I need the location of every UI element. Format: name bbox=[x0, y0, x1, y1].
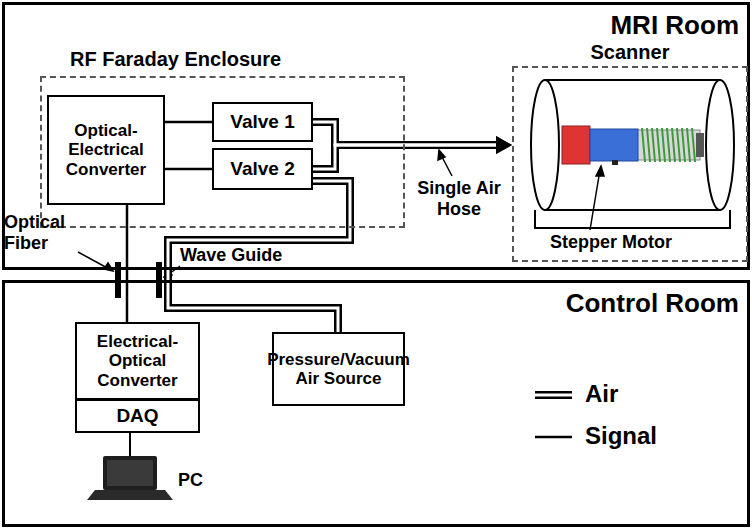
valve-box: Valve 1 bbox=[212, 102, 313, 142]
air-hose-core bbox=[168, 181, 350, 332]
box-label: Optical-Electrical Converter bbox=[52, 121, 160, 178]
laptop-icon bbox=[87, 456, 173, 500]
leader-head bbox=[438, 150, 445, 160]
enclosure: RF Faraday EnclosureOptical-Electrical C… bbox=[40, 76, 405, 228]
box-label: Pressure/Vacuum Air Source bbox=[267, 350, 410, 388]
valve-box: Valve 2 bbox=[212, 148, 313, 190]
region-heading: Scanner bbox=[514, 41, 746, 64]
box-label: Valve 2 bbox=[230, 158, 294, 179]
room-title: Control Room bbox=[566, 288, 739, 319]
box-label: DAQ bbox=[116, 405, 158, 426]
air-hose bbox=[313, 145, 498, 169]
room-title: MRI Room bbox=[610, 10, 739, 41]
legend-text: Air bbox=[585, 380, 618, 408]
process-box: DAQ bbox=[75, 399, 200, 433]
process-box: Electrical-Optical Converter bbox=[75, 322, 200, 400]
box-label: Valve 1 bbox=[230, 111, 294, 132]
box-label: Electrical-Optical Converter bbox=[80, 332, 195, 389]
stepper-motor-illustration bbox=[562, 126, 704, 165]
air-hose-core bbox=[313, 145, 498, 169]
callout-label: PC bbox=[178, 470, 203, 491]
scanner-illustration bbox=[531, 80, 734, 228]
signal-wire bbox=[165, 121, 212, 124]
arrow-head bbox=[496, 136, 512, 154]
arrow-head bbox=[496, 136, 512, 154]
leader-head bbox=[596, 166, 604, 176]
air-hose bbox=[168, 181, 350, 332]
callout-label: Single Air Hose bbox=[410, 178, 508, 219]
callout-label: Optical Fiber bbox=[4, 212, 82, 253]
signal-wire bbox=[129, 430, 131, 456]
legend-text: Signal bbox=[585, 422, 657, 450]
process-box: Pressure/Vacuum Air Source bbox=[272, 332, 405, 406]
room-region: Control RoomElectrical-Optical Converter… bbox=[2, 280, 750, 527]
region-heading: RF Faraday Enclosure bbox=[70, 48, 281, 71]
callout-label: Stepper Motor bbox=[548, 232, 674, 253]
signal-wire bbox=[126, 205, 129, 322]
callout-label: Wave Guide bbox=[180, 245, 282, 266]
room-region: MRI RoomRF Faraday EnclosureOptical-Elec… bbox=[2, 2, 750, 270]
signal-wire bbox=[165, 168, 212, 171]
air-hose-core bbox=[313, 122, 498, 145]
leader-line bbox=[590, 170, 600, 230]
legend-sample bbox=[535, 395, 572, 437]
process-box: Optical-Electrical Converter bbox=[47, 95, 165, 205]
